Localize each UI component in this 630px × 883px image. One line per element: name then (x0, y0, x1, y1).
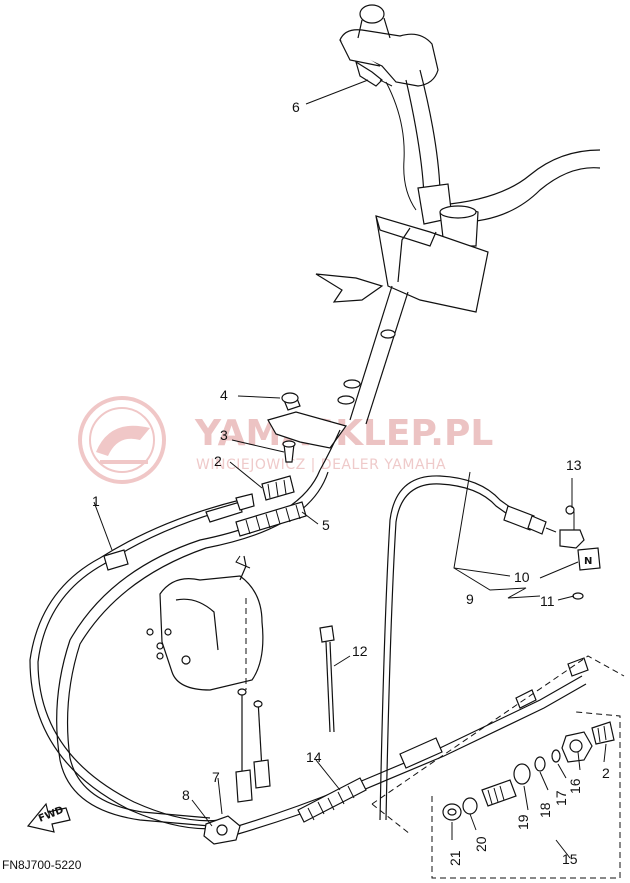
callout-17: 17 (553, 790, 569, 806)
cable-tie (319, 625, 335, 733)
neutral-cap (577, 547, 601, 571)
callout-10: 10 (514, 569, 530, 585)
callout-4: 4 (220, 387, 228, 403)
watermark: YAMASKLEP.PL WINCIEJOWICZ | DEALER YAMAH… (78, 396, 493, 484)
callouts: 6 4 3 2 1 5 13 10 9 11 12 14 7 8 2 16 17… (92, 99, 610, 867)
callout-7: 7 (212, 769, 220, 785)
forward-arrow-icon: FWD (26, 802, 71, 833)
callout-19: 19 (515, 814, 531, 830)
leader-lines (93, 79, 607, 859)
callout-15: 15 (562, 851, 578, 867)
callout-13: 13 (566, 457, 582, 473)
neutral-switch-parts: N (559, 505, 601, 600)
callout-9: 9 (466, 591, 474, 607)
callout-16: 16 (567, 778, 583, 794)
fitting-group (371, 655, 625, 879)
callout-5: 5 (322, 517, 330, 533)
callout-2: 2 (214, 453, 222, 469)
watermark-tagline: WINCIEJOWICZ | DEALER YAMAHA (196, 457, 446, 473)
callout-20: 20 (473, 836, 489, 852)
callout-11: 11 (540, 593, 555, 609)
callout-3: 3 (220, 427, 228, 443)
neutral-symbol: N (584, 556, 592, 567)
callout-14: 14 (306, 749, 322, 765)
carburetor-body (146, 555, 264, 691)
watermark-logo-icon (78, 396, 166, 484)
watermark-brand: YAMASKLEP.PL (194, 413, 493, 454)
callout-6: 6 (292, 99, 300, 115)
callout-12: 12 (352, 643, 368, 659)
callout-2b: 2 (602, 765, 610, 781)
cable-bracket (267, 392, 347, 463)
callout-21: 21 (447, 850, 463, 866)
cable-routing (29, 60, 589, 845)
callout-18: 18 (537, 802, 553, 818)
callout-8: 8 (182, 787, 190, 803)
callout-1: 1 (92, 493, 100, 509)
handlebar-assembly (315, 4, 601, 425)
diagram-code: FN8J700-5220 (2, 858, 82, 872)
